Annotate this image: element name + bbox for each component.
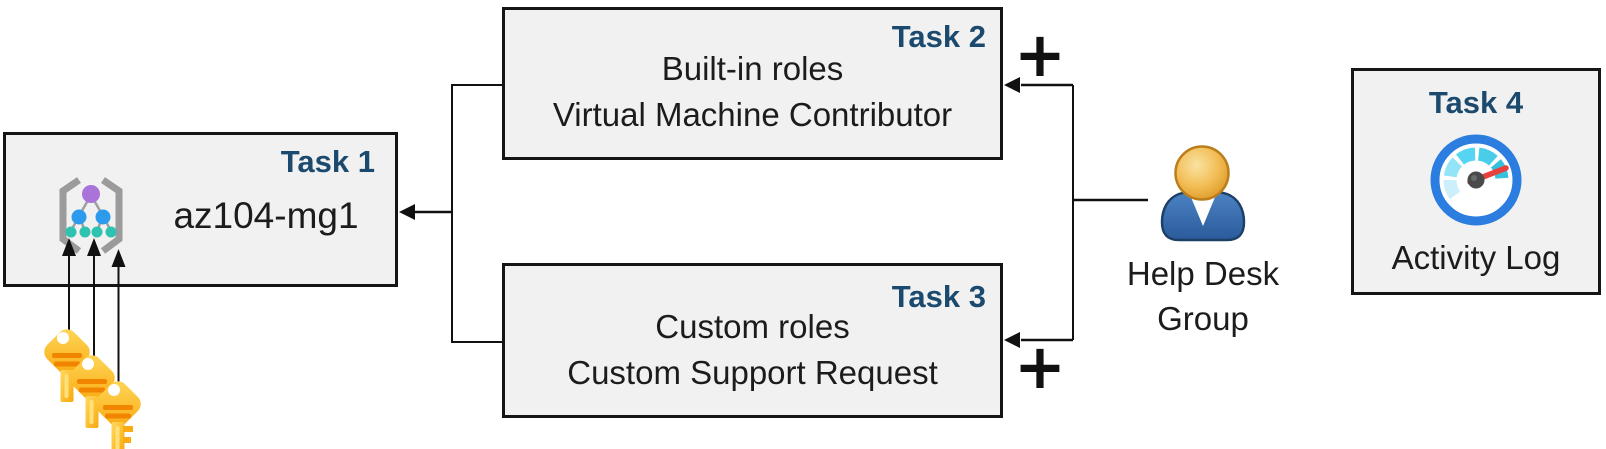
task2-line2: Virtual Machine Contributor — [552, 96, 953, 133]
management-group-icon — [59, 177, 123, 254]
arrowhead-task1 — [399, 204, 415, 220]
connector-left-bracket — [451, 84, 502, 343]
task3-line1: Custom roles — [655, 308, 850, 345]
task2-label: Task 2 — [891, 19, 986, 54]
task1-label: Task 1 — [280, 144, 375, 179]
plus-sign-task2: + — [1014, 18, 1066, 91]
activity-log-gauge-icon — [1430, 134, 1522, 226]
task2-box: Task 2 Built-in roles Virtual Machine Co… — [502, 7, 1003, 160]
help-desk-group: Help Desk Group — [1123, 133, 1283, 341]
task2-line1: Built-in roles — [661, 50, 844, 87]
task3-label: Task 3 — [891, 279, 986, 314]
task4-title: Activity Log — [1391, 239, 1561, 276]
plus-sign-task3: + — [1014, 330, 1066, 403]
user-icon — [1160, 145, 1246, 242]
key3 — [91, 377, 145, 449]
task4-box: Task 4 Activity Log — [1351, 68, 1601, 295]
access-keys-icon — [40, 325, 145, 449]
task4-label: Task 4 — [1428, 85, 1524, 120]
help-desk-group-line2: Group — [1157, 300, 1249, 337]
help-desk-group-line1: Help Desk — [1126, 255, 1280, 292]
task3-box: Task 3 Custom roles Custom Support Reque… — [502, 263, 1003, 418]
task1-title: az104-mg1 — [173, 195, 359, 236]
task3-line2: Custom Support Request — [567, 354, 938, 391]
